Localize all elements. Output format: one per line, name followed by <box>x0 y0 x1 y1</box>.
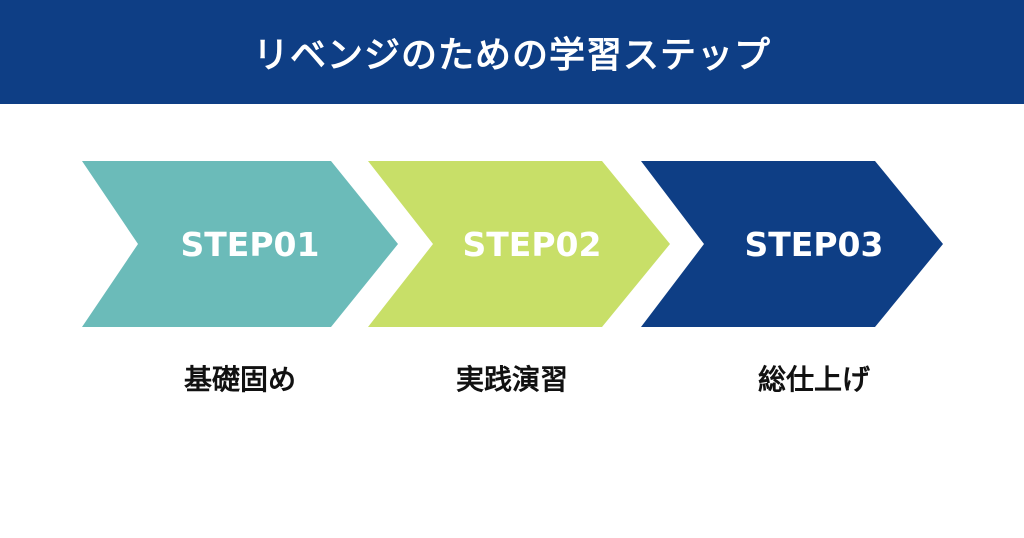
step-label-1: STEP01 <box>180 225 320 264</box>
step-caption-2: 実践演習 <box>455 363 568 396</box>
step-label-3: STEP03 <box>744 225 884 264</box>
step-caption-3: 総仕上げ <box>757 363 870 396</box>
step-label-2: STEP02 <box>462 225 602 264</box>
step-arrow-2 <box>368 161 670 327</box>
step-arrow-3 <box>641 161 943 327</box>
page-title: リベンジのための学習ステップ <box>252 35 771 76</box>
step-arrow-1 <box>82 161 398 327</box>
header-banner: リベンジのための学習ステップ <box>0 0 1024 104</box>
step-caption-1: 基礎固め <box>183 363 296 396</box>
